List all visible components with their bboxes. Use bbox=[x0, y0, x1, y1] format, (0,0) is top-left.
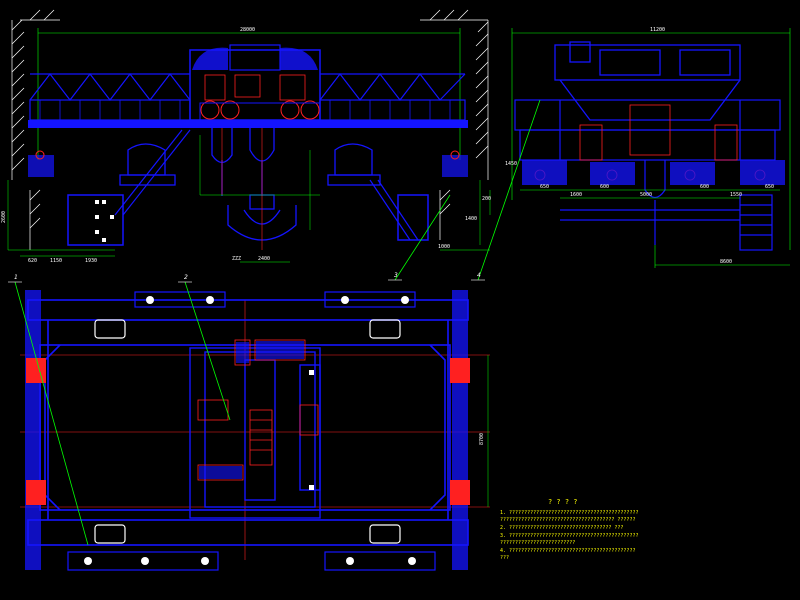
notes-title: ? ? ? ? bbox=[548, 498, 578, 506]
right-control-box bbox=[397, 194, 429, 241]
dim-right-b: 1400 bbox=[465, 216, 477, 222]
note-line-1: 1. ?????????????????????????????????????… bbox=[500, 510, 638, 516]
leader-lines bbox=[14, 99, 541, 546]
leader-3: 3 bbox=[394, 272, 398, 279]
dim-bottom-a: 620 bbox=[28, 258, 37, 264]
plan-openings bbox=[94, 319, 401, 544]
side-dim-5: 5000 bbox=[640, 192, 652, 198]
hook-centerline bbox=[221, 128, 263, 250]
side-dim-6: 600 bbox=[700, 184, 709, 190]
plan-height-dim-label: 8700 bbox=[479, 433, 485, 445]
plan-trolley-markers bbox=[309, 370, 314, 490]
side-wheels bbox=[522, 160, 785, 185]
side-view: 11200 8600 bbox=[505, 27, 791, 268]
left-wall-hatch bbox=[11, 9, 60, 250]
side-width-dim: 11200 bbox=[650, 27, 665, 33]
span-dimension bbox=[37, 28, 461, 160]
side-frame bbox=[514, 99, 781, 161]
note-line-5: ????????????????????????? bbox=[500, 540, 575, 546]
dim-right-c: 200 bbox=[482, 196, 491, 202]
side-bottom-dim: 8600 bbox=[720, 259, 732, 265]
leader-labels bbox=[8, 279, 485, 283]
plan-trolley-mechanism bbox=[197, 339, 319, 481]
plan-trolley bbox=[189, 347, 321, 519]
front-dims bbox=[7, 180, 491, 257]
side-dim-3: 600 bbox=[600, 184, 609, 190]
plan-wheels bbox=[26, 358, 470, 505]
side-hook bbox=[644, 160, 666, 245]
side-dimension-frame bbox=[511, 28, 791, 268]
side-dims-row bbox=[520, 189, 780, 199]
dim-right-a: 1000 bbox=[438, 244, 450, 250]
leader-4: 4 bbox=[477, 272, 481, 279]
dim-bottom-b: 1150 bbox=[50, 258, 62, 264]
dim-height-left: 2600 bbox=[1, 211, 7, 223]
plan-view: 8700 bbox=[20, 290, 490, 571]
side-ladder bbox=[560, 194, 773, 251]
plan-rollers bbox=[67, 291, 436, 571]
span-dim-label: 28000 bbox=[240, 27, 255, 33]
note-line-6: 4. ?????????????????????????????????????… bbox=[500, 548, 635, 554]
operator-cabs bbox=[119, 143, 381, 186]
front-view: 28000 bbox=[1, 9, 491, 264]
note-line-2: ?????????????????????????????????????? ?… bbox=[500, 517, 635, 523]
side-dim-7: 650 bbox=[765, 184, 774, 190]
technical-notes: ? ? ? ? 1. ?????????????????????????????… bbox=[500, 498, 638, 561]
plan-trolley-fills bbox=[199, 341, 304, 479]
left-control-box bbox=[67, 194, 124, 246]
leader-2: 2 bbox=[184, 274, 188, 281]
side-dim-8: 1550 bbox=[730, 192, 742, 198]
side-dim-4: 1600 bbox=[570, 192, 582, 198]
plan-end-beams bbox=[25, 290, 468, 570]
side-dim-1: 1450 bbox=[505, 161, 517, 167]
plan-girders bbox=[27, 299, 469, 546]
side-trolley bbox=[554, 41, 741, 121]
hook-blocks bbox=[211, 128, 297, 241]
trolley bbox=[189, 44, 321, 121]
hook-label: ZZZ bbox=[232, 256, 241, 262]
stairs bbox=[114, 129, 419, 241]
hook-label-2: 2400 bbox=[258, 256, 270, 262]
railing-posts bbox=[39, 100, 451, 120]
side-mechanisms bbox=[534, 104, 766, 181]
hook-dimensions bbox=[199, 135, 320, 263]
note-line-4: 3. ?????????????????????????????????????… bbox=[500, 533, 638, 539]
leader-1: 1 bbox=[14, 274, 18, 281]
end-trucks bbox=[28, 150, 468, 177]
note-line-7: ??? bbox=[500, 555, 509, 561]
note-line-3: 2. ?????????????????????????????????? ??… bbox=[500, 525, 623, 531]
side-dim-2: 650 bbox=[540, 184, 549, 190]
dim-bottom-c: 1930 bbox=[85, 258, 97, 264]
main-girder bbox=[28, 120, 468, 128]
right-wall-hatch bbox=[420, 9, 489, 240]
